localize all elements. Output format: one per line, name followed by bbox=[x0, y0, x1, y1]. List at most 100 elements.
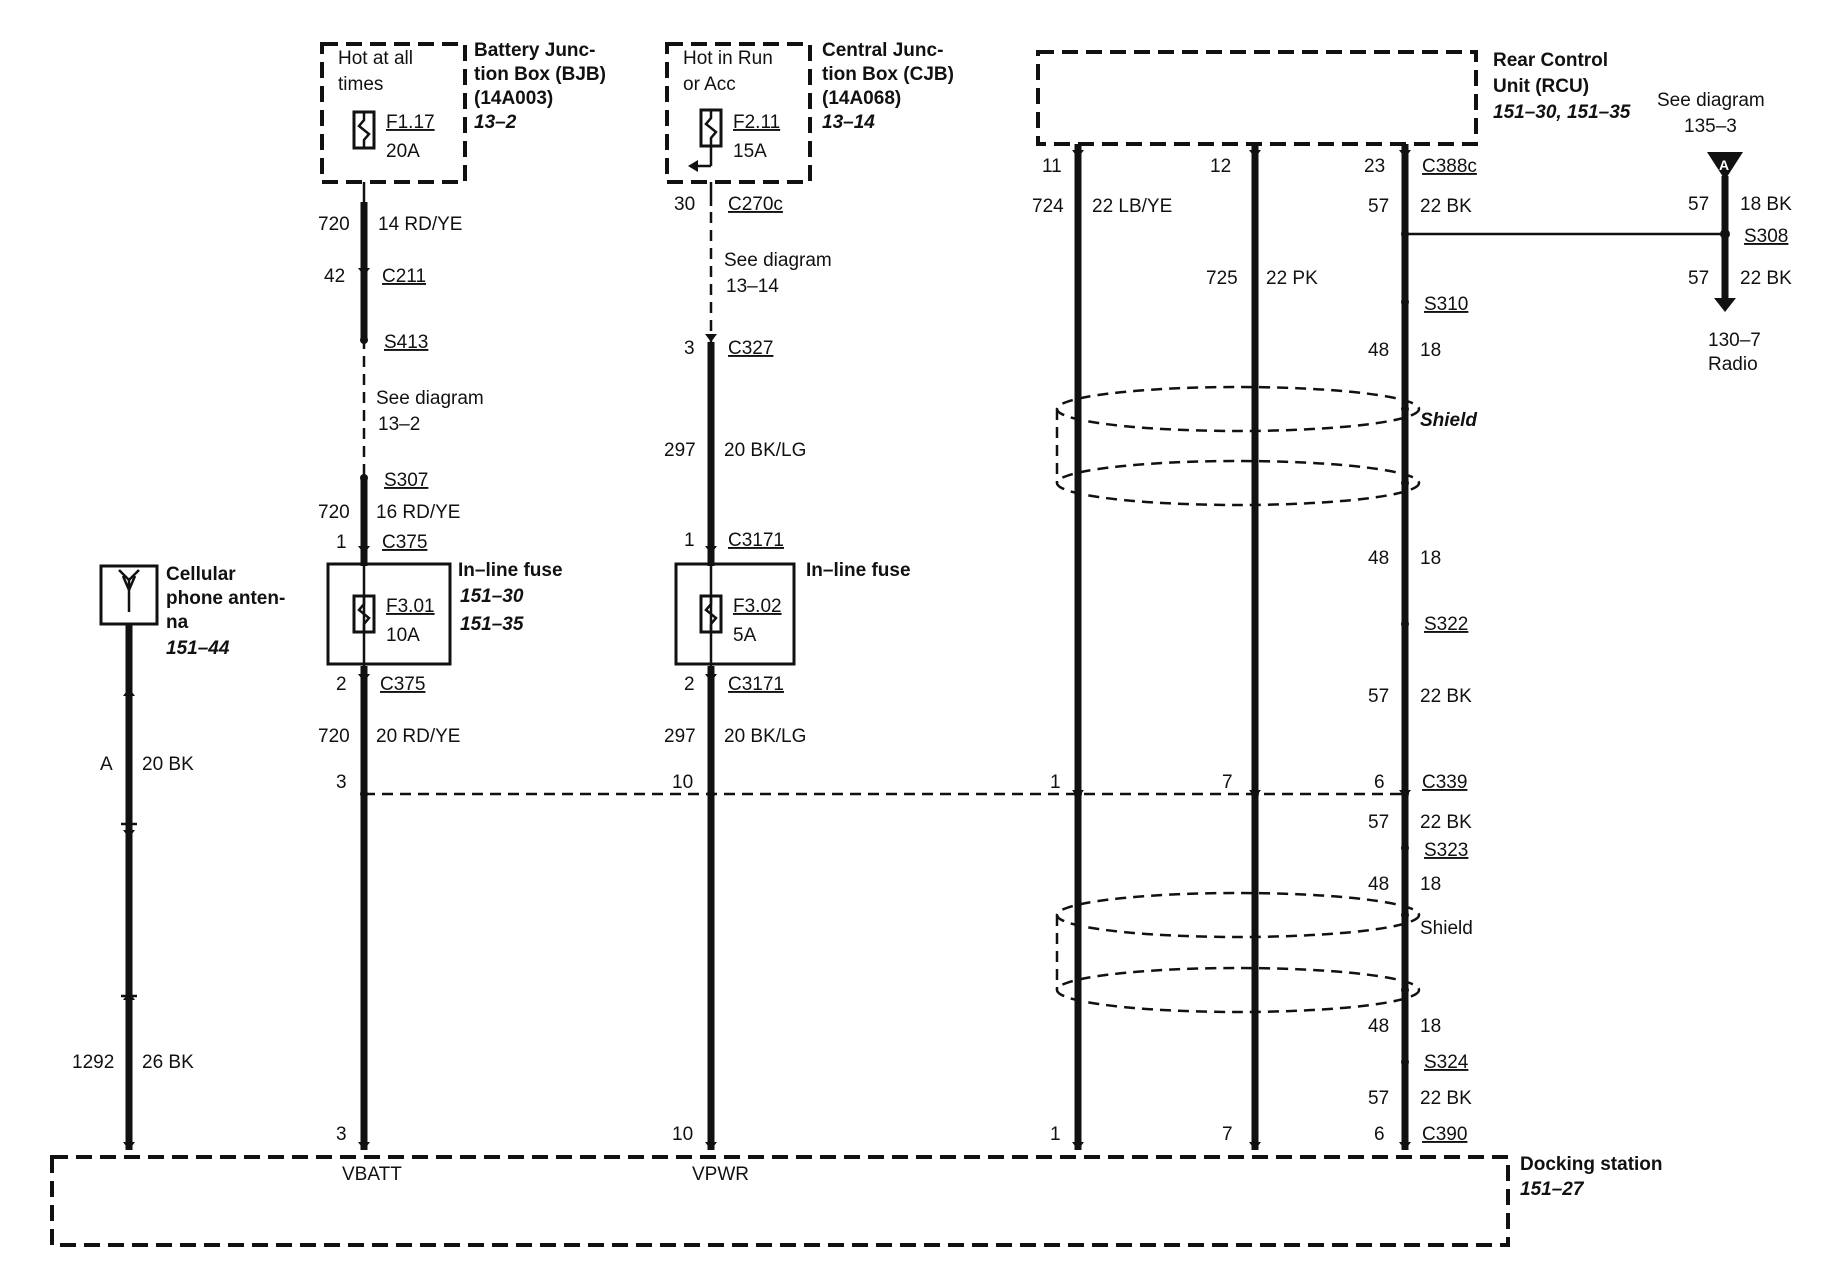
c3-label: 22 LB/YE bbox=[1092, 196, 1172, 217]
rcu-name-2: Unit (RCU) bbox=[1493, 76, 1589, 97]
c5-label: 23 bbox=[1364, 156, 1385, 177]
docking-name: Docking station bbox=[1520, 1154, 1663, 1175]
c5-label: S323 bbox=[1424, 840, 1468, 861]
radio-label: S308 bbox=[1744, 226, 1788, 247]
cjb-name-2: tion Box (CJB) bbox=[822, 64, 954, 85]
c2-label: C3171 bbox=[728, 674, 784, 695]
antenna-icon bbox=[118, 569, 140, 612]
c4-label: 7 bbox=[1222, 1124, 1233, 1145]
antenna-name-2: phone anten- bbox=[166, 588, 285, 609]
c5-label: Shield bbox=[1420, 410, 1477, 431]
bjb-name-1: Battery Junc- bbox=[474, 40, 595, 61]
radio-label: 22 BK bbox=[1740, 268, 1792, 289]
c1-label: 720 bbox=[318, 502, 350, 523]
c1-label: 2 bbox=[336, 674, 347, 695]
c1-label: 20 RD/YE bbox=[376, 726, 460, 747]
cjb-ref: 13–14 bbox=[822, 112, 875, 133]
c4-label: 12 bbox=[1210, 156, 1231, 177]
c2-label: 3 bbox=[684, 338, 695, 359]
bjb-fuse-id: F1.17 bbox=[386, 112, 435, 133]
radio-see-diagram: See diagram bbox=[1657, 90, 1765, 111]
c1-label: 3 bbox=[336, 1124, 347, 1145]
c1-label: 720 bbox=[318, 214, 350, 235]
shield-upper bbox=[1055, 385, 1421, 507]
cjb-name-3: (14A068) bbox=[822, 88, 901, 109]
c1-label: See diagram bbox=[376, 388, 484, 409]
inline-fuse-2-box bbox=[674, 562, 796, 666]
shield-lower bbox=[1055, 891, 1421, 1014]
cjb-note-2: or Acc bbox=[683, 74, 736, 95]
c1-label: S413 bbox=[384, 332, 428, 353]
c5-label: 18 bbox=[1420, 874, 1441, 895]
docking-ref: 151–27 bbox=[1520, 1179, 1585, 1200]
connector-a-letter: A bbox=[1719, 157, 1729, 173]
inline-fuse-1-name: In–line fuse bbox=[458, 560, 563, 581]
c2-label: 20 BK/LG bbox=[724, 726, 806, 747]
c4-label: 725 bbox=[1206, 268, 1238, 289]
c2-label: 1 bbox=[684, 530, 695, 551]
c5-label: 48 bbox=[1368, 874, 1389, 895]
inline-fuse-2-id: F3.02 bbox=[733, 596, 782, 617]
radio-label: 57 bbox=[1688, 194, 1709, 215]
c5-label: 18 bbox=[1420, 340, 1441, 361]
c5-label: 57 bbox=[1368, 1088, 1389, 1109]
c5-label: 57 bbox=[1368, 196, 1389, 217]
c5-label: 18 bbox=[1420, 548, 1441, 569]
cjb-fuse-rating: 15A bbox=[733, 141, 767, 162]
c3-label: 11 bbox=[1042, 156, 1062, 177]
c1-label: 16 RD/YE bbox=[376, 502, 460, 523]
inline-fuse-1-ref: 151–35 bbox=[460, 614, 524, 635]
inline-fuse-1-ref: 151–30 bbox=[460, 586, 524, 607]
inline-fuse-1-box bbox=[326, 562, 452, 666]
c1-label: 14 RD/YE bbox=[378, 214, 462, 235]
c2-label: C270c bbox=[728, 194, 783, 215]
antenna-ref: 151–44 bbox=[166, 638, 230, 659]
c5-label: 22 BK bbox=[1420, 196, 1472, 217]
cjb-box bbox=[665, 42, 812, 184]
c5-label: 18 bbox=[1420, 1016, 1441, 1037]
c5-label: 6 bbox=[1374, 1124, 1385, 1145]
rcu-box bbox=[1036, 50, 1478, 146]
c2-label: 297 bbox=[664, 440, 696, 461]
c3-label: 1 bbox=[1050, 1124, 1061, 1145]
c3-label: 724 bbox=[1032, 196, 1064, 217]
c3-label: 1 bbox=[1050, 772, 1061, 793]
bjb-name-2: tion Box (BJB) bbox=[474, 64, 606, 85]
c5-label: 57 bbox=[1368, 686, 1389, 707]
c5-label: 22 BK bbox=[1420, 686, 1472, 707]
c1-label: C375 bbox=[380, 674, 425, 695]
inline-fuse-2-rating: 5A bbox=[733, 625, 757, 646]
inline-fuse-2-name: In–line fuse bbox=[806, 560, 911, 581]
cjb-fuse-id: F2.11 bbox=[733, 112, 780, 133]
c4-label: 7 bbox=[1222, 772, 1233, 793]
c2-label: 2 bbox=[684, 674, 695, 695]
docking-pin-vbatt: VBATT bbox=[342, 1164, 402, 1185]
c4-label: 22 PK bbox=[1266, 268, 1318, 289]
c2-label: 297 bbox=[664, 726, 696, 747]
c1-label: 3 bbox=[336, 772, 347, 793]
c5-label: C339 bbox=[1422, 772, 1467, 793]
c2-label: 10 bbox=[672, 1124, 693, 1145]
radio-dest-name: Radio bbox=[1708, 354, 1758, 375]
cjb-note-1: Hot in Run bbox=[683, 48, 773, 69]
c1-label: 42 bbox=[324, 266, 345, 287]
c1-label: 13–2 bbox=[378, 414, 420, 435]
c2-label: 20 BK/LG bbox=[724, 440, 806, 461]
antenna-name-3: na bbox=[166, 612, 189, 633]
c5-label: 48 bbox=[1368, 1016, 1389, 1037]
antenna-wire-label: A bbox=[100, 754, 113, 775]
radio-see-diagram-ref: 135–3 bbox=[1684, 116, 1737, 137]
radio-label: 57 bbox=[1688, 268, 1709, 289]
c2-label: See diagram bbox=[724, 250, 832, 271]
c5-label: S322 bbox=[1424, 614, 1468, 635]
rcu-name-1: Rear Control bbox=[1493, 50, 1608, 71]
bjb-name-3: (14A003) bbox=[474, 88, 553, 109]
radio-label: 18 BK bbox=[1740, 194, 1792, 215]
c1-label: C375 bbox=[382, 532, 427, 553]
connector-a-icon bbox=[1707, 152, 1743, 180]
c1-label: C211 bbox=[382, 266, 426, 287]
c5-label: 48 bbox=[1368, 548, 1389, 569]
c1-label: 720 bbox=[318, 726, 350, 747]
antenna-name-1: Cellular bbox=[166, 564, 236, 585]
